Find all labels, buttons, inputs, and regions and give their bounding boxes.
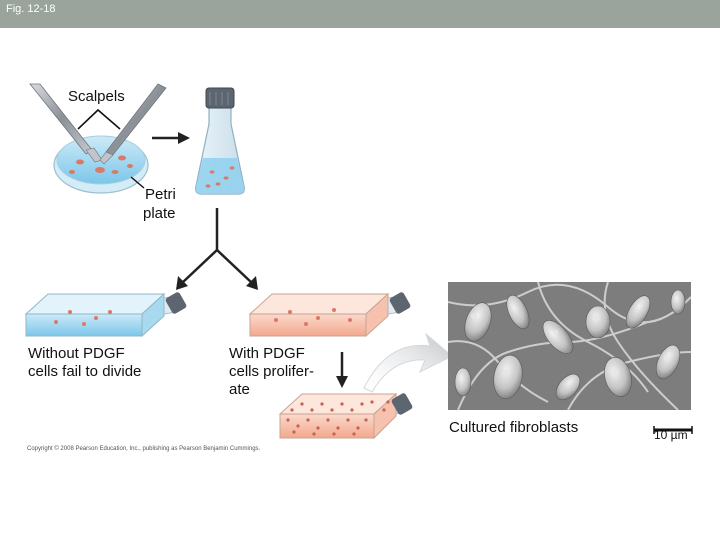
scalpels-label: Scalpels	[68, 88, 125, 105]
erlenmeyer-flask	[195, 87, 245, 195]
fibroblast-micrograph	[448, 282, 691, 410]
scale-bar	[653, 426, 693, 434]
petri-plate-label-line2: plate	[143, 205, 176, 222]
petri-dish	[53, 135, 149, 194]
micrograph-caption: Cultured fibroblasts	[449, 419, 579, 436]
scale-bar-label: 10 µm	[654, 428, 688, 442]
culture-flask-with-pdgf-initial	[248, 292, 411, 338]
header-bar: Fig. 12-18	[0, 0, 720, 28]
scalpels-pointer	[77, 108, 121, 130]
culture-flask-without-pdgf	[24, 292, 187, 338]
copyright-notice: Copyright © 2008 Pearson Education, Inc.…	[27, 446, 261, 452]
with-pdgf-label-line1: With PDGF	[229, 345, 305, 362]
micrograph-arrow	[363, 332, 453, 393]
arrow-to-flask	[152, 132, 190, 144]
scalpels	[29, 83, 167, 165]
branch-arrow	[176, 208, 258, 290]
with-pdgf-label-line3: ate	[229, 381, 250, 398]
without-pdgf-label-line1: Without PDGF	[28, 345, 125, 362]
proliferation-arrow	[336, 352, 348, 388]
petri-pointer	[130, 176, 145, 189]
figure-label: Fig. 12-18	[6, 3, 56, 15]
petri-plate-label-line1: Petri	[145, 186, 176, 203]
without-pdgf-label-line2: cells fail to divide	[28, 363, 142, 380]
culture-flask-with-pdgf-proliferated	[278, 392, 413, 440]
with-pdgf-label-line2: cells prolifer-	[229, 363, 315, 380]
